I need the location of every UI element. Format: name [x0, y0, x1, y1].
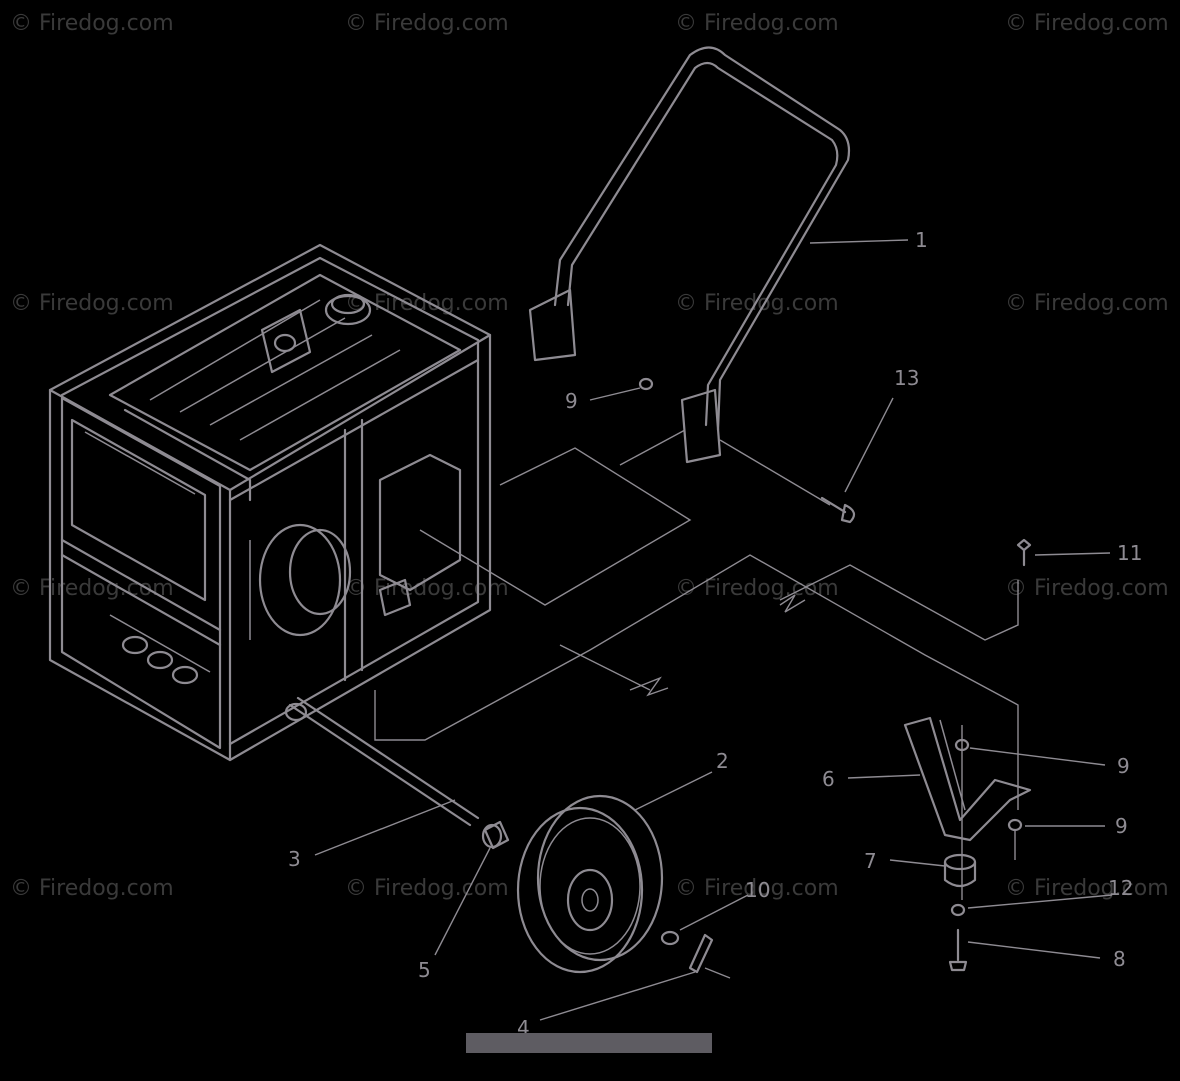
support-bracket	[903, 716, 1032, 842]
callout-label: 9	[565, 389, 578, 413]
watermark: © Firedog.com	[1005, 291, 1169, 316]
callout-leaders	[314, 239, 1113, 1021]
callout-label: 2	[716, 749, 729, 773]
callout-label: 5	[418, 958, 431, 982]
generator-frame	[48, 243, 492, 762]
watermark: © Firedog.com	[1005, 11, 1169, 36]
control-panel	[70, 418, 207, 602]
wheel-fasteners	[660, 930, 714, 974]
callout-label: 8	[1113, 947, 1126, 971]
fuel-tank	[108, 273, 462, 502]
bracket-fasteners	[948, 738, 1023, 972]
wheel	[516, 794, 664, 974]
callout-label: 6	[822, 767, 835, 791]
watermark: © Firedog.com	[675, 876, 839, 901]
watermark: © Firedog.com	[345, 11, 509, 36]
assembly-lines	[374, 429, 1019, 979]
callout-label: 1	[915, 228, 928, 252]
handle	[528, 46, 851, 464]
axle	[284, 696, 480, 827]
callout-label: 10	[745, 878, 770, 902]
callout-numbers: 1 2 3 4 5 6 7 8 9 9 9 10 11 12 13	[288, 228, 1142, 1040]
watermark: © Firedog.com	[345, 876, 509, 901]
handle-fasteners	[638, 377, 856, 524]
spacer	[481, 820, 510, 850]
watermark: © Firedog.com	[10, 291, 174, 316]
watermark: © Firedog.com	[675, 576, 839, 601]
watermark: © Firedog.com	[675, 291, 839, 316]
watermark: © Firedog.com	[10, 11, 174, 36]
outlets	[109, 614, 211, 685]
watermark: © Firedog.com	[675, 11, 839, 36]
caption-bar	[466, 1033, 712, 1053]
callout-label: 3	[288, 847, 301, 871]
callout-label: 12	[1108, 876, 1133, 900]
engine	[249, 453, 462, 640]
callout-label: 9	[1115, 814, 1128, 838]
watermark: © Firedog.com	[1005, 576, 1169, 601]
callout-label: 9	[1117, 754, 1130, 778]
bolt	[1016, 538, 1032, 567]
rubber-foot	[943, 853, 977, 888]
watermark: © Firedog.com	[10, 876, 174, 901]
callout-label: 13	[894, 366, 919, 390]
watermarks: © Firedog.com © Firedog.com © Firedog.co…	[10, 11, 1169, 901]
callout-label: 7	[864, 849, 877, 873]
callout-label: 11	[1117, 541, 1142, 565]
